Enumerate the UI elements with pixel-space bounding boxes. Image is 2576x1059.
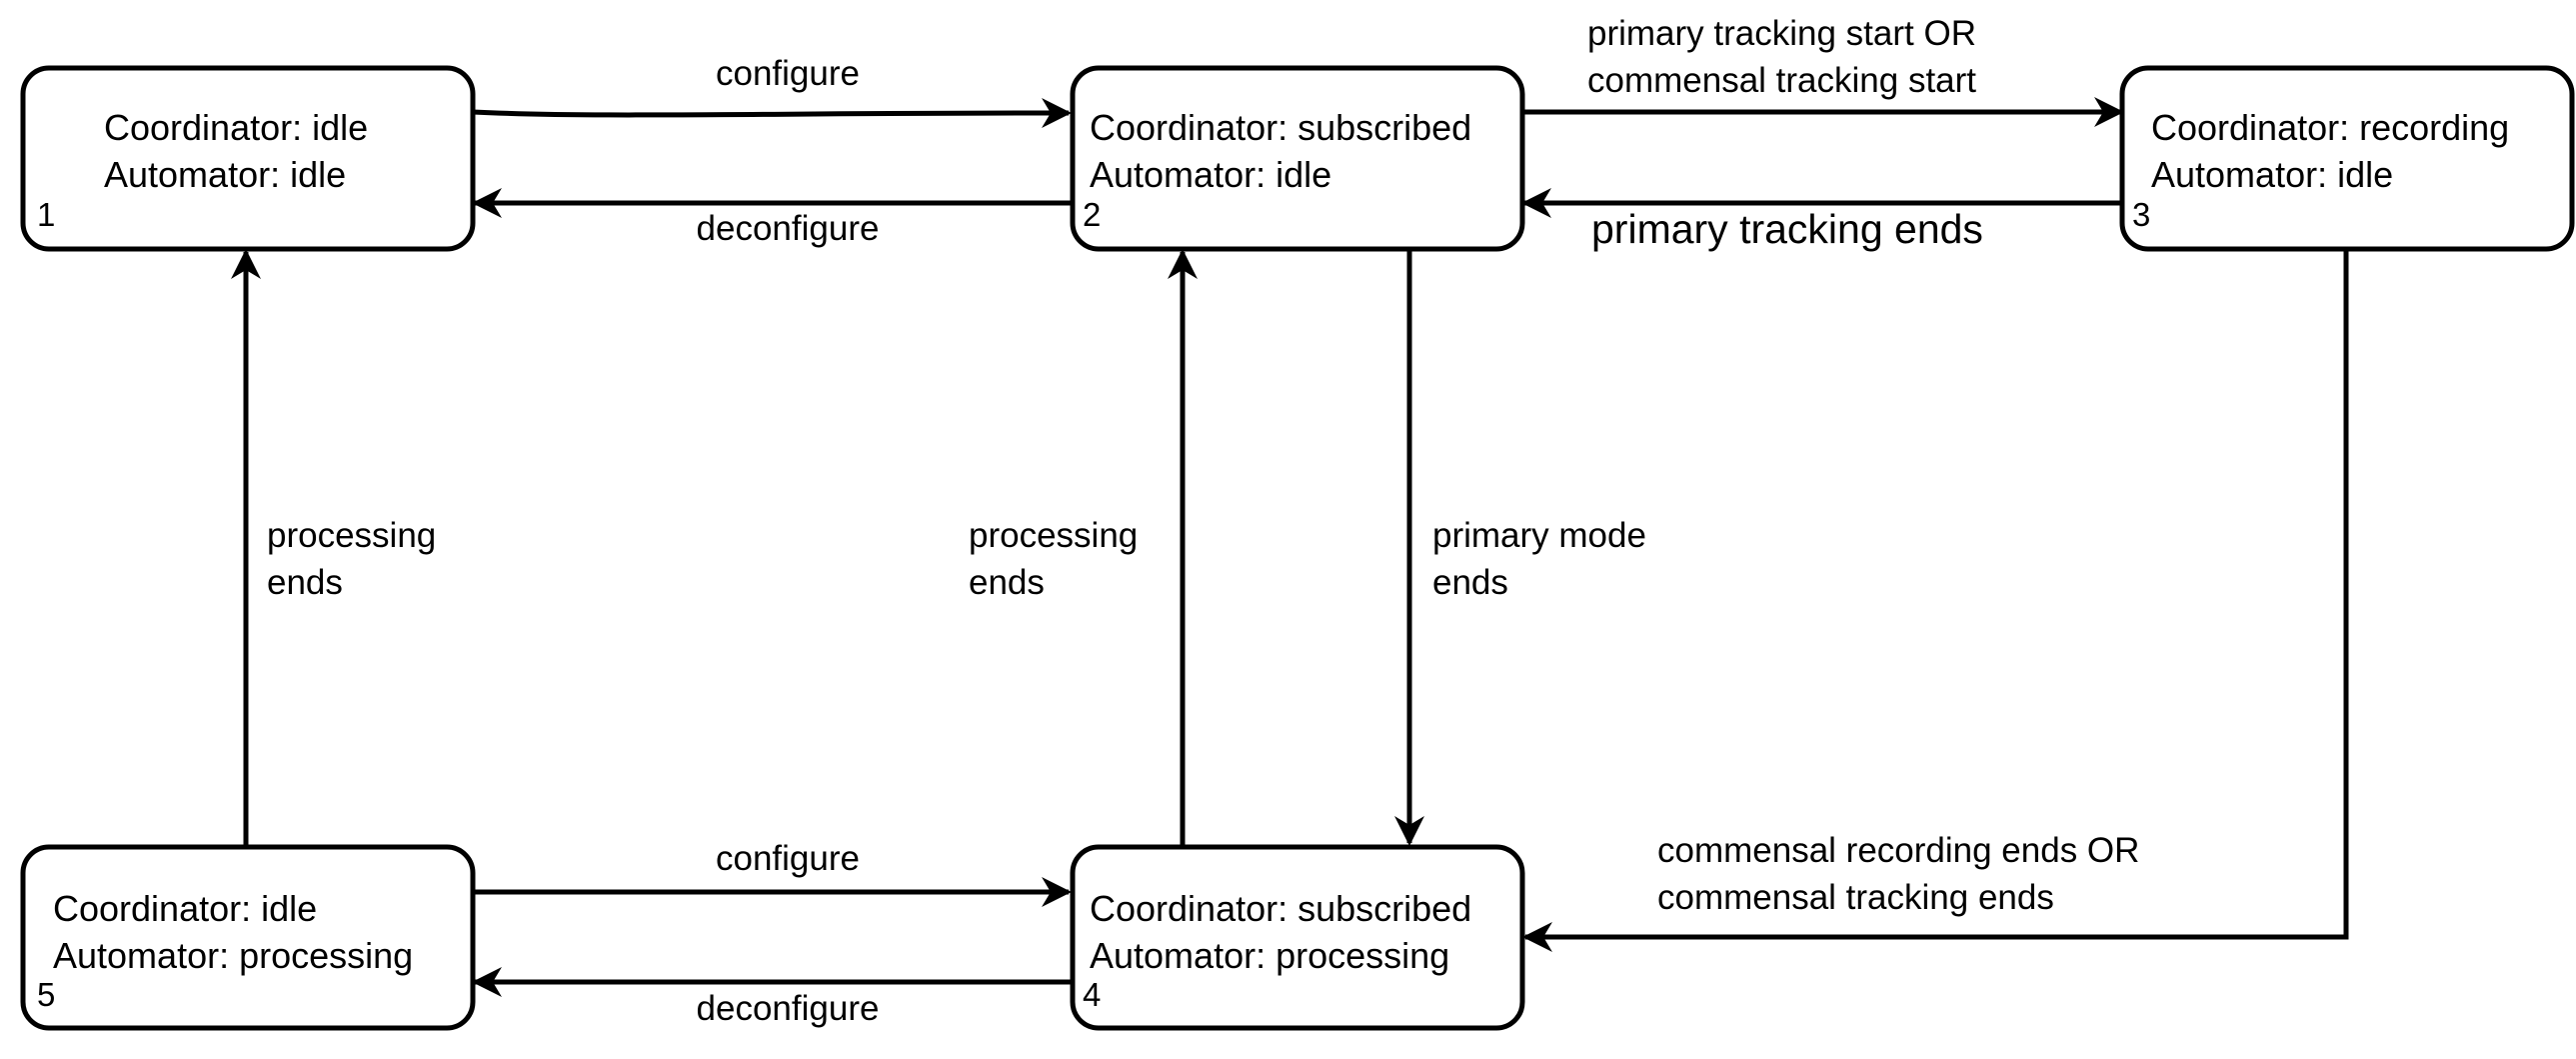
state-2-automator: Automator: idle <box>1090 154 1331 195</box>
state-5-coordinator: Coordinator: idle <box>53 888 317 929</box>
state-3-automator: Automator: idle <box>2151 154 2393 195</box>
state-5-number: 5 <box>37 976 55 1013</box>
state-5-box <box>20 844 476 1031</box>
edge-3-to-4-label-line-1: commensal recording ends OR <box>1657 831 2139 870</box>
edge-2-to-4-label-line-1: primary mode <box>1432 516 1646 555</box>
edge-3-to-4-label-line-2: commensal tracking ends <box>1657 878 2054 917</box>
state-2-coordinator: Coordinator: subscribed <box>1090 107 1471 148</box>
state-2-box <box>1070 65 1525 252</box>
state-4: Coordinator: subscribed Automator: proce… <box>1070 844 1525 1031</box>
edge-2-to-3-label-line-1: primary tracking start OR <box>1587 14 1976 53</box>
edge-5-to-1-label-line-2: ends <box>267 563 343 602</box>
state-4-number: 4 <box>1083 976 1101 1013</box>
edge-4-to-2-label-line-1: processing <box>969 516 1138 555</box>
state-5: Coordinator: idle Automator: processing … <box>20 844 476 1031</box>
state-4-automator: Automator: processing <box>1090 935 1449 976</box>
state-2: Coordinator: subscribed Automator: idle … <box>1070 65 1525 252</box>
edge-3-to-2-label: primary tracking ends <box>1591 206 1983 252</box>
edge-1-to-2 <box>472 98 1072 129</box>
state-1: Coordinator: idle Automator: idle 1 <box>20 65 476 252</box>
state-3-box <box>2119 65 2575 252</box>
state-4-box <box>1070 844 1525 1031</box>
state-2-number: 2 <box>1083 196 1101 233</box>
edge-2-to-3-label-line-2: commensal tracking start <box>1587 61 1976 100</box>
edge-2-to-4-label-line-2: ends <box>1432 563 1508 602</box>
edge-4-to-5-label: deconfigure <box>697 989 880 1028</box>
state-4-coordinator: Coordinator: subscribed <box>1090 888 1471 929</box>
state-1-automator: Automator: idle <box>104 154 346 195</box>
edge-5-to-4-label: configure <box>716 839 860 878</box>
edge-3-to-4 <box>1522 249 2349 952</box>
state-5-automator: Automator: processing <box>53 935 413 976</box>
state-3-coordinator: Coordinator: recording <box>2151 107 2509 148</box>
edge-4-to-2-label-line-2: ends <box>969 563 1045 602</box>
state-1-coordinator: Coordinator: idle <box>104 107 368 148</box>
edge-5-to-1-label-line-1: processing <box>267 516 436 555</box>
state-3-number: 3 <box>2132 196 2150 233</box>
state-3: Coordinator: recording Automator: idle 3 <box>2119 65 2575 252</box>
state-1-box <box>20 65 476 252</box>
state-1-number: 1 <box>37 196 55 233</box>
edge-2-to-1-label: deconfigure <box>697 209 880 248</box>
edge-1-to-2-label: configure <box>716 54 860 93</box>
